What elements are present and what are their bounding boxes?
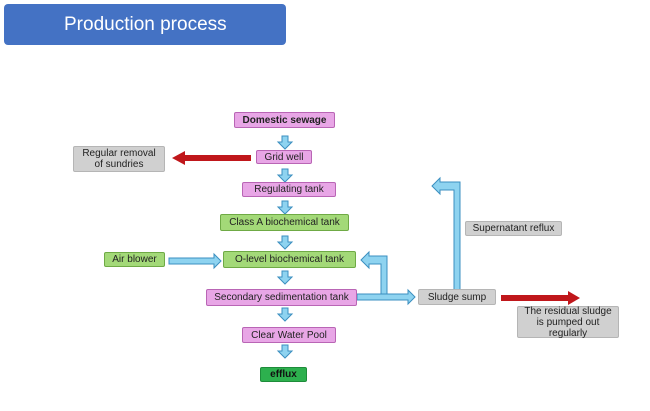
arrow-down-7 xyxy=(276,344,294,359)
arrow-red-removal xyxy=(172,151,251,165)
page-title: Production process xyxy=(64,13,227,35)
arrow-down-4 xyxy=(276,235,294,250)
node-grid-well: Grid well xyxy=(256,150,312,164)
arrow-red-residual xyxy=(501,291,580,305)
arrow-down-1 xyxy=(276,135,294,150)
node-regulating-tank: Regulating tank xyxy=(242,182,336,197)
node-air-blower: Air blower xyxy=(104,252,165,267)
arrow-supernatant-reflux xyxy=(431,176,461,291)
node-sludge-sump: Sludge sump xyxy=(418,289,496,305)
node-o-level-tank: O-level biochemical tank xyxy=(223,251,356,268)
node-class-a-tank: Class A biochemical tank xyxy=(220,214,349,231)
node-efflux: efflux xyxy=(260,367,307,382)
arrow-down-5 xyxy=(276,270,294,285)
arrow-down-2 xyxy=(276,168,294,183)
arrow-to-sludge-sump xyxy=(356,288,416,306)
node-secondary-sedimentation: Secondary sedimentation tank xyxy=(206,289,357,306)
title-banner: Production process xyxy=(4,4,286,45)
node-residual-sludge: The residual sludge is pumped out regula… xyxy=(517,306,619,339)
arrow-return-sludge xyxy=(360,250,388,295)
node-supernatant-reflux: Supernatant reflux xyxy=(465,221,562,236)
node-clear-water-pool: Clear Water Pool xyxy=(242,327,336,343)
arrow-down-3 xyxy=(276,200,294,215)
arrow-down-6 xyxy=(276,307,294,322)
node-domestic-sewage: Domestic sewage xyxy=(234,112,335,128)
arrow-air-blower xyxy=(168,252,222,270)
node-regular-removal: Regular removal of sundries xyxy=(73,146,165,172)
